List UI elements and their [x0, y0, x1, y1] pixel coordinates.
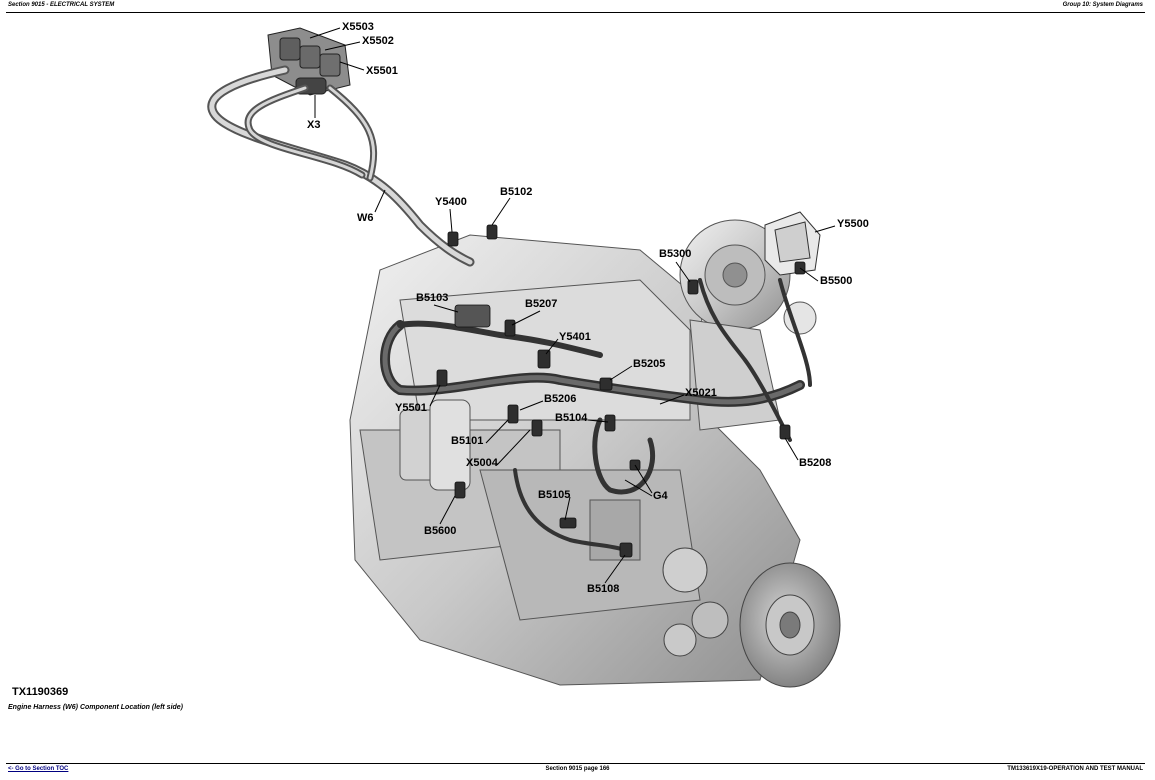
go-to-section-toc-link[interactable]: <- Go to Section TOC: [8, 766, 69, 772]
lower-pulleys: [662, 547, 729, 657]
flywheel: [739, 562, 841, 688]
callout-y5401: Y5401: [559, 331, 591, 343]
callout-y5501: Y5501: [395, 402, 427, 414]
callout-g4: G4: [653, 490, 668, 502]
callout-b5600: B5600: [424, 525, 457, 537]
callout-b5300: B5300: [659, 248, 692, 260]
callout-b5104: B5104: [555, 412, 588, 424]
sensors: [436, 224, 806, 558]
callout-x5503: X5503: [342, 21, 374, 33]
callout-b5108: B5108: [587, 583, 620, 595]
callout-b5206: B5206: [544, 393, 577, 405]
page-number: Section 9015 page 166: [545, 766, 610, 772]
header-rule: [6, 12, 1145, 13]
figure-caption: Engine Harness (W6) Component Location (…: [8, 704, 184, 711]
callout-w6: W6: [357, 212, 374, 224]
callout-x5004: X5004: [466, 457, 498, 469]
callout-b5101: B5101: [451, 435, 484, 447]
callout-b5207: B5207: [525, 298, 558, 310]
leader-lines: [309, 27, 836, 584]
callout-x5501: X5501: [366, 65, 398, 77]
callout-b5102: B5102: [500, 186, 533, 198]
callout-x3: X3: [307, 119, 321, 131]
footer-rule: [6, 763, 1145, 764]
y5500-module: [764, 211, 821, 276]
figure-id: TX1190369: [12, 686, 69, 698]
callout-b5105: B5105: [538, 489, 571, 501]
callout-b5500: B5500: [820, 275, 853, 287]
callout-b5103: B5103: [416, 292, 449, 304]
manual-title: TM133619X19-OPERATION AND TEST MANUAL: [1007, 766, 1143, 772]
callout-x5502: X5502: [362, 35, 394, 47]
callout-y5400: Y5400: [435, 196, 467, 208]
callout-b5205: B5205: [633, 358, 666, 370]
callout-b5208: B5208: [799, 457, 832, 469]
callout-y5500: Y5500: [837, 218, 869, 230]
w6-harness: [207, 65, 812, 552]
group-header: Group 10: System Diagrams: [1062, 2, 1143, 8]
callout-x5021: X5021: [685, 387, 717, 399]
section-header: Section 9015 - ELECTRICAL SYSTEM: [8, 2, 115, 8]
connector-block-x55xx: [267, 27, 351, 96]
